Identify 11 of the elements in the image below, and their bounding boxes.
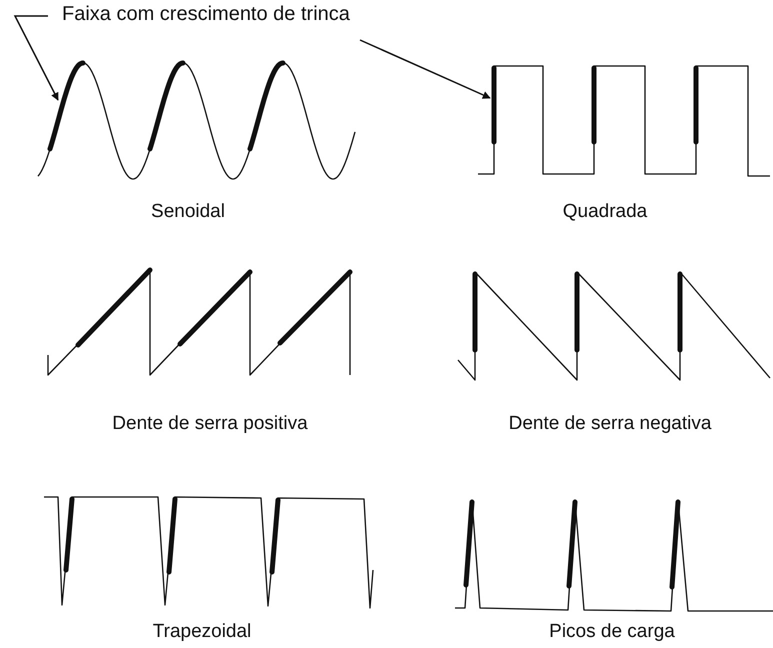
waveform-caption: Dente de serra negativa — [508, 413, 712, 435]
waveform-caption: Dente de serra positiva — [112, 413, 308, 435]
waveform-caption: Quadrada — [562, 201, 648, 223]
waveform-caption: Senoidal — [151, 201, 225, 223]
leader-line — [360, 39, 491, 99]
crack-growth-segment — [492, 66, 496, 144]
leader-line — [14, 15, 59, 101]
waveform-caption: Trapezoidal — [152, 621, 252, 643]
crack-growth-segment — [48, 60, 86, 152]
waveform-caption: Picos de carga — [549, 621, 675, 643]
callout-text: Faixa com crescimento de trinca — [48, 2, 360, 40]
